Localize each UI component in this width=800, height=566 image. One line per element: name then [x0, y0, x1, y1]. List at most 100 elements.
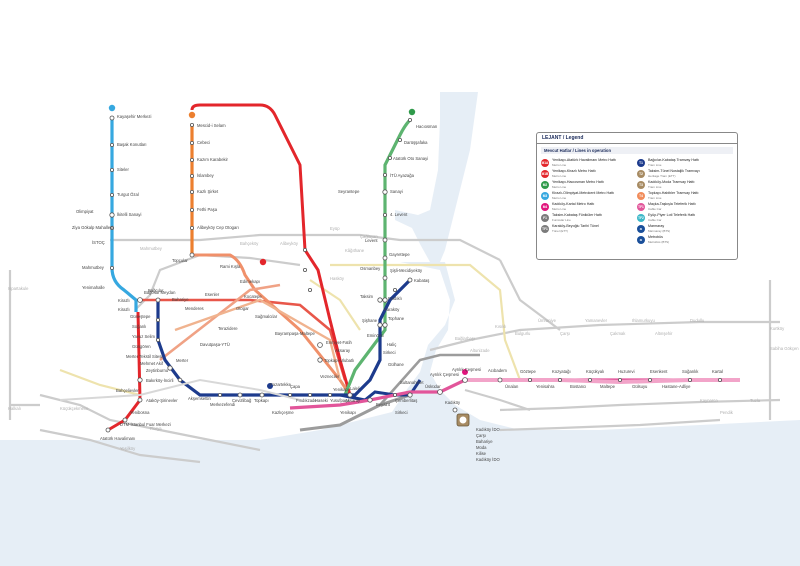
line-badge-icon: T2: [637, 169, 645, 178]
station-label: Esenkent: [650, 369, 668, 374]
station-label: Darüşşafaka: [404, 140, 428, 145]
line-marmaray-west: [59, 378, 301, 401]
station-label: Alibeyköy: [280, 241, 299, 246]
station-label: Yavuz Selim: [132, 334, 155, 339]
station-label: Sirkeci: [395, 410, 408, 415]
station-markers[interactable]: [105, 115, 723, 433]
line-badge-icon: TF1: [637, 202, 645, 211]
station-label: Siteler: [117, 167, 129, 172]
station-label: Çarşı: [560, 331, 570, 336]
station-label: Aksaray: [335, 348, 351, 353]
station-label: Turgut Özal: [117, 192, 139, 197]
station-label: Rami Kışla: [220, 264, 241, 269]
station-label: Dudullu: [690, 318, 705, 323]
station-label: Kocatepe: [244, 294, 262, 299]
station-label: Bahariye: [476, 439, 493, 444]
line-m6: [190, 103, 352, 396]
station-label: Altunizade: [470, 348, 490, 353]
station-label: Ümraniye: [538, 318, 557, 323]
station-labels: Kayaşehir Merkezi Başak Konutları Sitele…: [8, 114, 799, 462]
station-label: Aksaray: [345, 398, 361, 403]
station-label: İslambey: [197, 173, 215, 178]
legend-subtitle: Mevcut Hatlar / Lines in operation: [541, 147, 733, 154]
station-label: Kısıklı: [495, 324, 506, 329]
line-m2: [343, 118, 412, 396]
line-badge-icon: F1: [541, 213, 549, 222]
station-label: İSTOÇ: [92, 240, 105, 245]
station-label: Yenikapı: [340, 410, 356, 415]
station-label: Otogar: [236, 306, 249, 311]
other-lines: [8, 233, 781, 464]
station-label: Kirazlı: [118, 298, 130, 303]
station-label: Kartal: [712, 369, 723, 374]
station-label: Gülsuyu: [632, 384, 648, 389]
station-label: Yeşilköy: [120, 446, 136, 451]
station-label: Kurtköy: [770, 326, 785, 331]
station-label: Şişli-Mecidiyeköy: [390, 268, 423, 273]
station-label: Edirnekapı: [240, 279, 260, 284]
station-label: Ayrılık Çeşmesi: [452, 367, 481, 372]
station-label: Bahçelievler: [116, 388, 139, 393]
station-label: Kayaşehir Merkezi: [117, 114, 152, 119]
line-badge-icon: T1: [637, 158, 645, 167]
line-badge-icon: T4: [637, 191, 645, 200]
station-label: Küçükçekmece: [60, 406, 89, 411]
station-label: Sultanahmet: [400, 380, 424, 385]
station-label: Ihlamurkuyu: [632, 318, 655, 323]
station-label: Bağlarbaşı: [455, 336, 475, 341]
station-label: Atatürk Havalimanı: [100, 436, 135, 441]
station-label: Taksim: [360, 294, 374, 299]
line-m7: [174, 298, 342, 381]
station-label: Bahariye: [172, 297, 189, 302]
station-label: Başak Konutları: [117, 142, 147, 147]
station-label: Bakırköy-İncirli: [146, 378, 174, 383]
t3-loop: [456, 413, 470, 427]
station-label: Soğanlık: [682, 369, 699, 374]
station-label: Yenibosna: [130, 410, 150, 415]
station-label: Davutpaşa-YTÜ: [200, 342, 230, 347]
station-label: Kazlı Şirket: [197, 189, 219, 194]
station-label: Laleli: [350, 386, 360, 391]
line-m4: [465, 378, 740, 385]
station-label: Atatürk Oto Sanayi: [393, 156, 428, 161]
line-badge-icon: TF2: [637, 213, 645, 222]
station-label: Küçükyalı: [586, 369, 604, 374]
station-label: Emniyet-Fatih: [326, 340, 353, 345]
station-label: Güneştepe: [130, 314, 151, 319]
station-label: Beyazıt: [376, 402, 391, 407]
station-label: Kazım Karabekir: [197, 157, 229, 162]
station-label: Tophane: [388, 316, 405, 321]
station-label: Topkapı: [254, 398, 269, 403]
station-label: Hastane-Adliye: [662, 384, 691, 389]
station-label: Kilise: [476, 451, 487, 456]
station-label: Bulgurlu: [515, 331, 531, 336]
line-badge-icon: ≋: [637, 235, 645, 244]
station-label: Soğanlı: [132, 324, 146, 329]
line-m1: [107, 311, 142, 432]
station-label: Florya: [150, 426, 162, 431]
station-label: Acıbadem: [488, 368, 507, 373]
station-label: Mescid-i Selam: [197, 123, 226, 128]
station-label: Merter Tekstil Sitesi: [126, 354, 162, 359]
line-grey-south: [299, 393, 411, 432]
station-label: Çarşı: [476, 433, 486, 438]
station-label: Pazartekke: [270, 382, 292, 387]
line-badge-icon: M3: [541, 191, 549, 200]
line-badge-icon: M2: [541, 180, 549, 189]
station-label: Vezneciler: [320, 374, 340, 379]
